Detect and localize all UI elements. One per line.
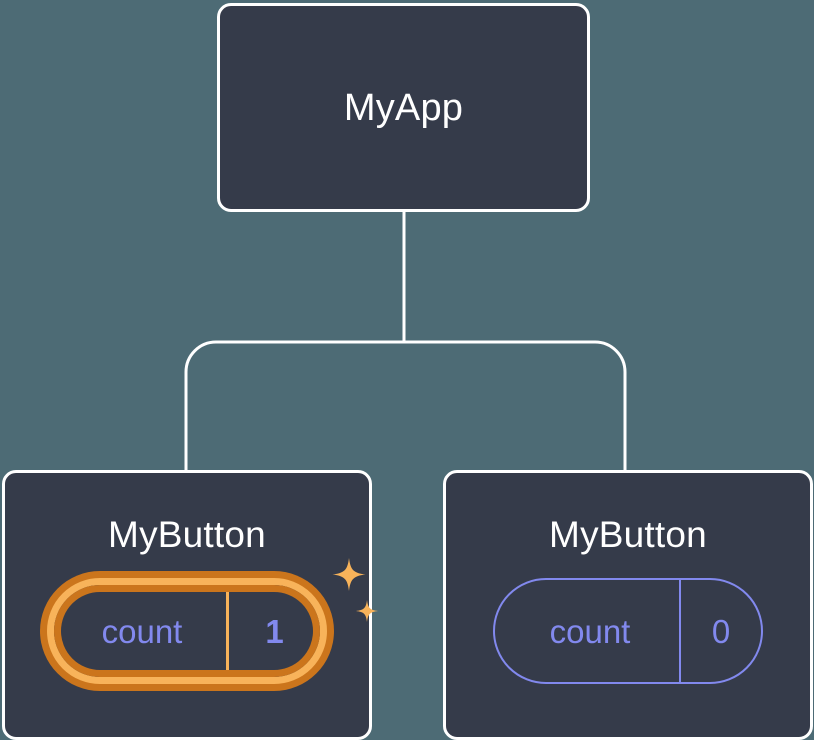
sparkle-large-icon <box>332 558 366 591</box>
state-pill-wrapper-right: count 0 <box>493 578 763 684</box>
node-mybutton-left[interactable]: MyButton count 1 <box>2 470 378 740</box>
state-pill-wrapper-left: count 1 <box>47 558 378 684</box>
connector-branch-bus <box>184 340 627 470</box>
state-pill-left-name: count <box>101 612 183 650</box>
state-pill-left[interactable]: count 1 <box>47 578 327 684</box>
node-mybutton-left-label: MyButton <box>108 514 266 555</box>
state-pill-right-name: count <box>549 612 631 650</box>
state-pill-right-value: 0 <box>711 612 731 650</box>
state-pill-left-value: 1 <box>265 612 284 650</box>
state-pill-right[interactable]: count 0 <box>493 578 763 684</box>
state-pill-right-divider <box>679 580 681 682</box>
sparkle-group <box>332 558 378 622</box>
node-myapp-label: MyApp <box>343 86 464 129</box>
node-mybutton-right[interactable]: MyButton count 0 <box>443 470 813 740</box>
sparkle-small-icon <box>356 600 378 622</box>
node-mybutton-right-label: MyButton <box>549 514 707 555</box>
state-pill-left-divider <box>226 585 229 677</box>
node-myapp[interactable]: MyApp <box>217 3 590 212</box>
